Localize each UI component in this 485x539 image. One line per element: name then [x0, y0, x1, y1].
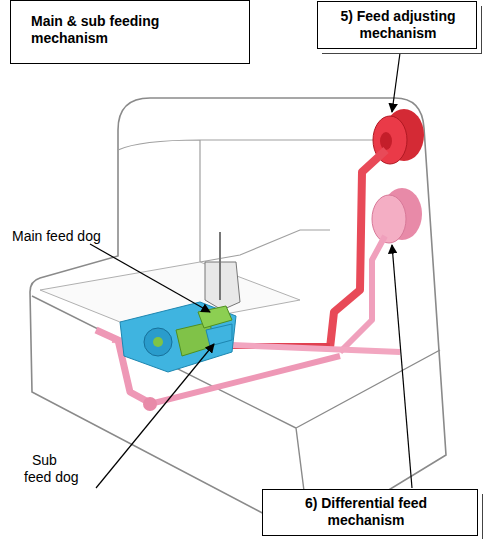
leader-line [90, 244, 210, 312]
diff-pivot [143, 397, 157, 411]
feed-cam [144, 328, 172, 356]
callout-box: 5) Feed adjusting mechanism [317, 1, 477, 49]
sub-feed-dog [206, 324, 232, 346]
heading-box: Main & sub feeding mechanism [10, 0, 250, 64]
callout-box: 6) Differential feed mechanism [262, 489, 478, 536]
leader-line [392, 53, 400, 112]
needle-bar [219, 232, 221, 300]
box-title: 6) Differential feed mechanism [271, 495, 461, 529]
part-label: Main feed dog [12, 228, 122, 245]
diff-dial-front [372, 195, 406, 243]
machine-arm [118, 140, 410, 262]
feed-dial-hub [380, 132, 392, 150]
leader-line [96, 344, 214, 488]
leader-line [392, 245, 412, 488]
feed-cam-hub [153, 337, 163, 347]
machine-body [30, 98, 446, 538]
box-title: Main & sub feeding mechanism [31, 13, 191, 47]
diff-link [340, 236, 385, 352]
presser-foot [205, 262, 240, 310]
feed-dog-frame [120, 302, 236, 372]
box-title: 5) Feed adjusting mechanism [326, 8, 470, 42]
part-label: Sub feed dog [24, 452, 86, 486]
